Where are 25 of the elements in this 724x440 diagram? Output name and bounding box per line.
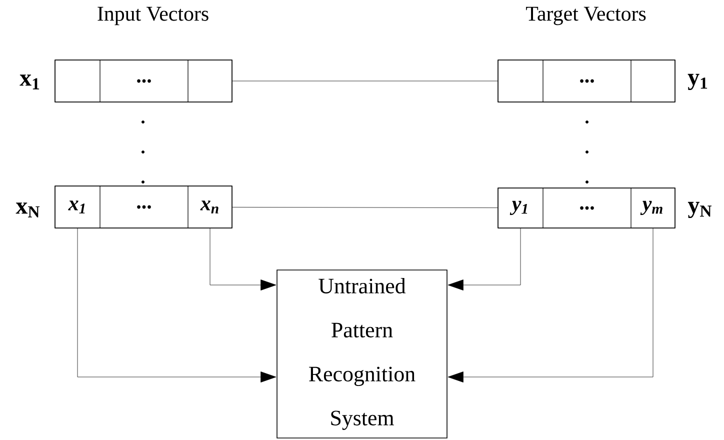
column-heading: Input Vectors [98, 6, 208, 26]
vector-label: y$_{N}$ [688, 202, 712, 218]
vector-cell [54, 60, 100, 102]
vector-label: y$_{1}$ [688, 74, 708, 90]
vector-cell [630, 60, 676, 102]
vector-cell: ... [542, 60, 632, 102]
vector-label: x$_{1}$ [20, 74, 40, 90]
connector [232, 207, 498, 208]
system-box: Untrained Pattern Recognition System [276, 270, 448, 438]
vector-cell [188, 60, 232, 102]
vector-cell: y$_{1}$ [498, 188, 544, 228]
connector [210, 228, 276, 290]
connector [448, 228, 521, 290]
vector-label: x$_{N}$ [16, 202, 40, 218]
connector [77, 228, 276, 382]
connector [232, 80, 498, 82]
connector [448, 228, 654, 382]
vector-cell: x$_{1}$ [54, 186, 100, 228]
vector-cell: ... [100, 60, 188, 102]
vector-cell [498, 60, 544, 102]
vector-cell: x$_{n}$ [188, 186, 232, 228]
vector-cell: y$_{m}$ [630, 188, 676, 228]
vector-cell: ... [100, 186, 188, 228]
vector-cell: ... [542, 188, 632, 228]
column-heading: Target Vectors [526, 6, 646, 26]
